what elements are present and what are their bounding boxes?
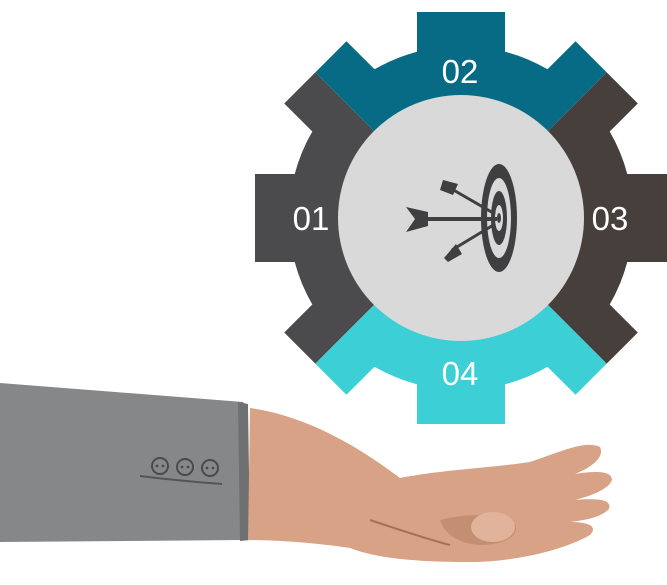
- segment-label-02: 02: [442, 53, 479, 90]
- segment-label-04: 04: [442, 355, 479, 392]
- suit-sleeve: [0, 383, 250, 542]
- segment-label-03: 03: [592, 200, 629, 237]
- segment-label-01: 01: [293, 200, 330, 237]
- open-hand: [248, 408, 612, 562]
